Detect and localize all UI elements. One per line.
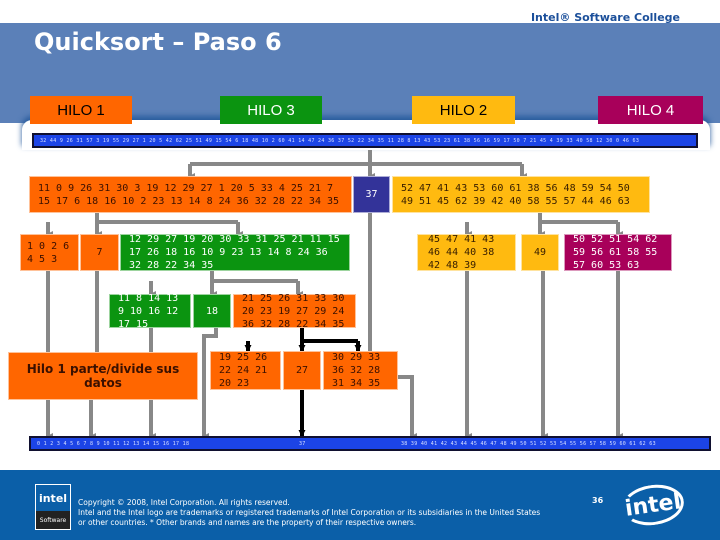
pivot-7: 7	[80, 234, 119, 271]
pivot-27: 27	[283, 351, 321, 390]
software-logo-label: Software	[36, 511, 70, 529]
values-row: 21 25 26 31 33 30	[242, 292, 345, 304]
values-row: 17 26 18 16 10 9 23 13 14 8 24 36	[129, 247, 328, 258]
sorted-left-values: 0 1 2 3 4 5 6 7 8 9 10 11 12 13 14 15 16…	[37, 440, 190, 447]
trademark-text-2: or other countries. * Other brands and n…	[78, 518, 417, 527]
thread-label-1: HILO 1	[30, 96, 132, 124]
values-row: 46 44 40 38	[428, 247, 495, 258]
partition-level2-c: 45 47 41 43 46 44 40 38 42 48 39	[417, 234, 516, 271]
values-row: 32 28 22 34 35	[129, 260, 214, 271]
values-row: 49 51 45 62 39 42 40 58 55 57 44 46 63	[401, 195, 630, 207]
thread-label-2: HILO 2	[412, 96, 515, 124]
values-row: 4 5 3	[27, 253, 58, 265]
values-row: 20 23	[219, 378, 250, 389]
intel-logo-text: intel	[623, 488, 683, 522]
software-logo-mark: intel	[38, 491, 68, 505]
values-row: 22 24 21	[219, 365, 268, 376]
values-row: 59 56 61 58 55	[573, 247, 658, 258]
values-row: 12 29 27 19 20 30 33 31 25 21 11 15	[129, 234, 340, 245]
sorted-mid-value: 37	[299, 440, 306, 447]
page-number: 36	[592, 496, 604, 505]
values-row: 17 15	[118, 318, 149, 330]
values-row: 42 48 39	[428, 260, 477, 271]
values-row: 11 8 14 13	[118, 292, 179, 304]
partition-left-level1: 11 0 9 26 31 30 3 19 12 29 27 1 20 5 33 …	[29, 176, 352, 213]
pivot-49: 49	[521, 234, 559, 271]
partition-level4-a: 19 25 26 22 24 21 20 23	[210, 351, 281, 390]
values-row: 20 23 19 27 29 24	[242, 305, 345, 317]
input-array-strip: 32 44 9 26 31 57 3 19 55 29 27 1 20 5 42…	[32, 133, 698, 148]
values-row: 30 29 33	[332, 352, 381, 363]
pivot-37: 37	[353, 176, 390, 213]
values-row: 52 47 41 43 53 60 61 38 56 48 59 54 50	[401, 182, 630, 194]
values-row: 50 52 51 54 62	[573, 234, 658, 245]
values-row: 15 17 6 18 16 10 2 23 13 14 8 24 36 32 2…	[38, 195, 340, 207]
sorted-array-strip: 0 1 2 3 4 5 6 7 8 9 10 11 12 13 14 15 16…	[29, 436, 711, 451]
legal-text: Copyright © 2008, Intel Corporation. All…	[78, 498, 540, 528]
thread-label-4: HILO 4	[598, 96, 703, 124]
values-row: 31 34 35	[332, 378, 381, 389]
values-row: 36 32 28	[332, 365, 381, 376]
values-row: 45 47 41 43	[428, 234, 495, 245]
footer	[0, 470, 720, 540]
partition-level2-b: 12 29 27 19 20 30 33 31 25 21 11 15 17 26…	[120, 234, 350, 271]
trademark-text: Intel and the Intel logo are trademarks …	[78, 508, 541, 517]
values-row: 9 10 16 12	[118, 305, 179, 317]
partition-level4-b: 30 29 33 36 32 28 31 34 35	[323, 351, 398, 390]
note-box: Hilo 1 parte/divide sus datos	[8, 352, 198, 400]
copyright-text: Copyright © 2008, Intel Corporation. All…	[78, 498, 290, 507]
values-row: 11 0 9 26 31 30 3 19 12 29 27 1 20 5 33 …	[38, 182, 334, 194]
pivot-18: 18	[193, 294, 231, 328]
values-row: 1 0 2 6	[27, 240, 70, 252]
values-row: 36 32 28 22 34 35	[242, 318, 345, 330]
thread-label-3: HILO 3	[220, 96, 322, 124]
input-array-values: 32 44 9 26 31 57 3 19 55 29 27 1 20 5 42…	[40, 137, 640, 144]
sorted-right-values: 38 39 40 41 42 43 44 45 46 47 48 49 50 5…	[401, 440, 656, 447]
college-label: Intel® Software College	[530, 11, 680, 24]
partition-level2-d: 50 52 51 54 62 59 56 61 58 55 57 60 53 63	[564, 234, 672, 271]
page-title: Quicksort – Paso 6	[34, 28, 282, 56]
values-row: 57 60 53 63	[573, 260, 640, 271]
values-row: 19 25 26	[219, 352, 268, 363]
